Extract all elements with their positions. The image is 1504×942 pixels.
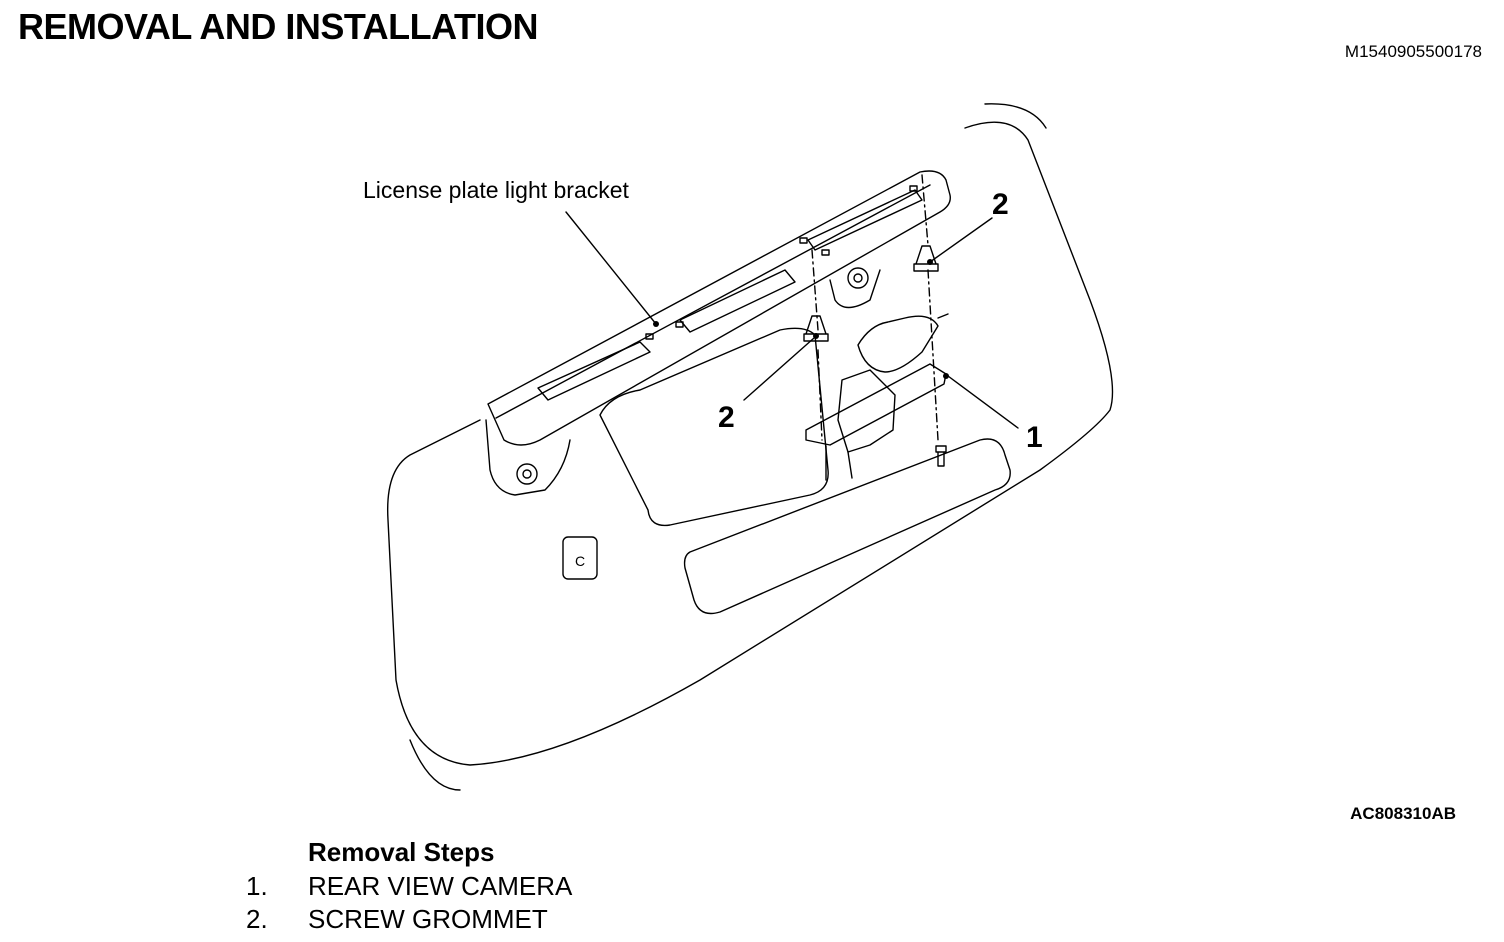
- tailgate-panel-bottom-curve: [409, 739, 461, 791]
- screw: [935, 445, 947, 467]
- camera-harness: [857, 315, 939, 373]
- bracket-leader-line: [565, 211, 657, 325]
- callout-1-leader-line: [947, 375, 1019, 429]
- bracket-right-flange: [829, 269, 881, 309]
- camera-mount-plate: [805, 363, 947, 446]
- callout-2-lower: 2: [718, 401, 735, 434]
- bracket-left-hole: [516, 463, 538, 485]
- step-number: 1.: [246, 871, 268, 901]
- switch-box: [562, 536, 598, 580]
- bracket-label: License plate light bracket: [363, 177, 630, 203]
- figure-id: AC808310AB: [1350, 804, 1456, 823]
- bracket-window-2: [679, 269, 796, 333]
- upper-recess: [599, 327, 829, 527]
- bracket-left-flange: [485, 419, 571, 496]
- removal-step-item: 2. SCREW GROMMET: [246, 903, 572, 936]
- page-title: REMOVAL AND INSTALLATION: [18, 6, 538, 47]
- bracket-window-3: [807, 189, 923, 251]
- camera-body: [837, 369, 896, 453]
- lower-slot: [683, 438, 1011, 615]
- step-label: SCREW GROMMET: [308, 904, 548, 934]
- bracket-window-1: [537, 341, 651, 401]
- document-id: M1540905500178: [1344, 42, 1482, 61]
- screw-grommet-left: [803, 315, 829, 342]
- callout-2-upper: 2: [992, 188, 1009, 221]
- step-label: REAR VIEW CAMERA: [308, 871, 573, 901]
- tailgate-panel-outline: [386, 103, 1114, 766]
- callout-2a-leader-line: [743, 337, 815, 401]
- step-number: 2.: [246, 904, 268, 934]
- bracket-right-hole: [847, 267, 869, 289]
- callout-2b-leader-line: [929, 217, 993, 263]
- callout-1: 1: [1026, 421, 1043, 454]
- svg-text:C: C: [575, 553, 585, 569]
- bracket-rail: [487, 170, 951, 446]
- removal-steps-list: 1. REAR VIEW CAMERA 2. SCREW GROMMET: [246, 870, 572, 936]
- removal-step-item: 1. REAR VIEW CAMERA: [246, 870, 572, 903]
- removal-steps-heading: Removal Steps: [308, 837, 495, 867]
